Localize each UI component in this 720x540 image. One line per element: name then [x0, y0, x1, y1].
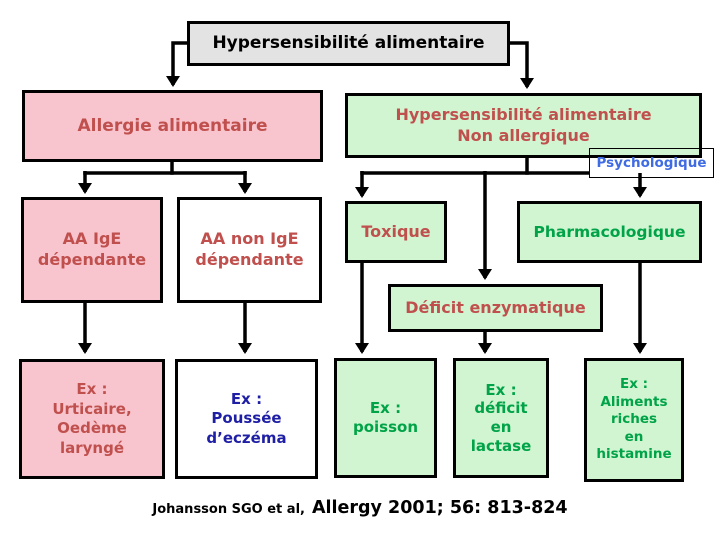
node-label: Psychologique	[596, 154, 707, 171]
node-label: Allergie alimentaire	[77, 115, 268, 136]
node-aa-ige-dependante: AA IgE dépendante	[21, 197, 163, 303]
node-label: Ex : Poussée d’eczéma	[206, 389, 287, 447]
citation: Johansson SGO et al, Allergy 2001; 56: 81…	[30, 498, 690, 518]
node-toxique: Toxique	[345, 201, 447, 263]
node-label: Déficit enzymatique	[405, 297, 586, 317]
node-label: Toxique	[361, 221, 431, 241]
node-label: Ex : déficit en lactase	[470, 380, 532, 455]
node-pharmacologique: Pharmacologique	[517, 201, 702, 263]
node-label: Ex : poisson	[352, 398, 419, 437]
node-label: Hypersensibilité alimentaire Non allergi…	[395, 104, 652, 145]
node-deficit-enzymatique: Déficit enzymatique	[388, 284, 603, 332]
node-label: AA IgE dépendante	[37, 229, 147, 269]
node-aa-non-ige-dependante: AA non IgE dépendante	[177, 197, 322, 303]
connector-title-to-non-allergique	[509, 41, 534, 89]
citation-authors: Johansson SGO et al,	[152, 502, 305, 517]
connector-title-to-allergie	[166, 41, 188, 87]
node-ex-poisson: Ex : poisson	[334, 358, 437, 478]
node-ex-poussee-eczema: Ex : Poussée d’eczéma	[175, 359, 318, 479]
node-label: AA non IgE dépendante	[195, 229, 304, 269]
node-psychologique: Psychologique	[589, 148, 714, 178]
node-ex-aliments-histamine: Ex : Aliments riches en histamine	[584, 358, 684, 482]
node-label: Ex : Aliments riches en histamine	[596, 376, 672, 463]
node-ex-deficit-lactase: Ex : déficit en lactase	[453, 358, 549, 478]
node-label: Ex : Urticaire, Oedème laryngé	[52, 380, 132, 457]
node-label: Pharmacologique	[533, 222, 686, 241]
node-hypersensibilite-non-allergique: Hypersensibilité alimentaire Non allergi…	[345, 93, 702, 158]
node-allergie-alimentaire: Allergie alimentaire	[22, 90, 323, 162]
node-label: Hypersensibilité alimentaire	[212, 33, 485, 54]
citation-reference: Allergy 2001; 56: 813-824	[311, 498, 568, 518]
node-hypersensibilite-alimentaire: Hypersensibilité alimentaire	[187, 21, 510, 66]
node-ex-urticaire-oedeme: Ex : Urticaire, Oedème laryngé	[19, 359, 165, 479]
